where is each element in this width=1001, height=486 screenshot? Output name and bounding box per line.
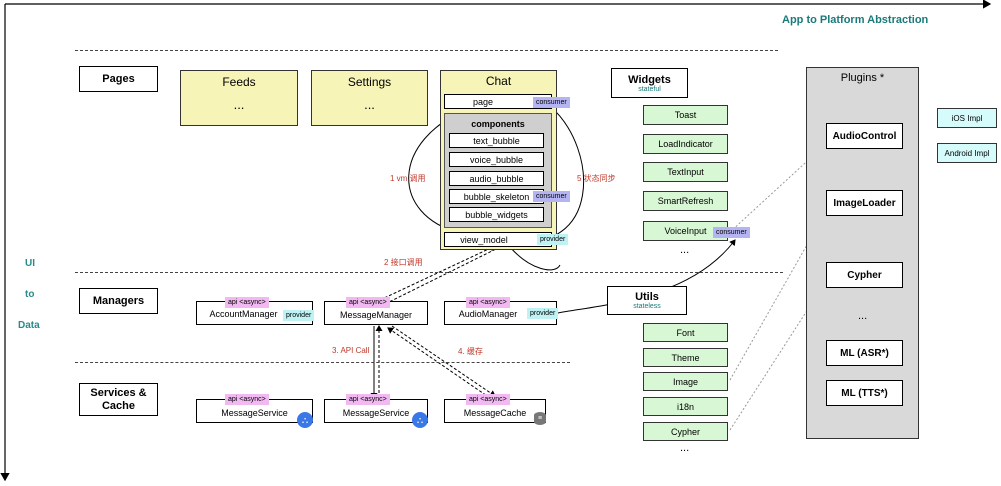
message-manager-api-tag: api <async> bbox=[346, 297, 390, 308]
separator-top bbox=[75, 50, 778, 51]
service-message-1[interactable]: MessageService bbox=[196, 399, 313, 423]
plugin-audiocontrol[interactable]: AudioControl bbox=[826, 123, 903, 149]
database-icon: ≡ bbox=[534, 412, 546, 425]
plugin-imageloader[interactable]: ImageLoader bbox=[826, 190, 903, 216]
impl-android[interactable]: Android Impl bbox=[937, 143, 997, 163]
chat-view-model[interactable]: view_model bbox=[444, 232, 552, 247]
manager-account[interactable]: AccountManager bbox=[196, 301, 313, 325]
cloud-service-icon: ⛬ bbox=[297, 412, 313, 428]
cache-return-arrow bbox=[387, 327, 491, 399]
widget-toast[interactable]: Toast bbox=[643, 105, 728, 125]
util-image[interactable]: Image bbox=[643, 372, 728, 391]
plugins-more: ... bbox=[858, 310, 868, 322]
utils-more: ... bbox=[680, 442, 690, 454]
widget-voiceinput[interactable]: VoiceInput bbox=[643, 221, 728, 241]
util-cypher[interactable]: Cypher bbox=[643, 422, 728, 441]
page-feeds-title: Feeds bbox=[222, 75, 256, 89]
utils-title: Utils bbox=[635, 291, 659, 303]
plugin-ml-asr[interactable]: ML (ASR*) bbox=[826, 340, 903, 366]
widgets-title: Widgets bbox=[628, 73, 671, 86]
layer-label-managers: Managers bbox=[79, 288, 158, 314]
page-feeds[interactable]: Feeds ... bbox=[180, 70, 298, 126]
plugin-ml-tts[interactable]: ML (TTS*) bbox=[826, 380, 903, 406]
separator-managers-services bbox=[75, 362, 570, 363]
service2-api-tag: api <async> bbox=[346, 394, 390, 405]
component-text-bubble[interactable]: text_bubble bbox=[449, 133, 544, 148]
cache-api-tag: api <async> bbox=[466, 394, 510, 405]
flow-label-cache: 4. 缓存 bbox=[458, 347, 483, 356]
widgets-more: ... bbox=[680, 244, 690, 256]
vm-loop-arrow bbox=[509, 246, 561, 271]
account-api-tag: api <async> bbox=[225, 297, 269, 308]
view-model-provider-tag: provider bbox=[537, 234, 569, 245]
util-theme[interactable]: Theme bbox=[643, 348, 728, 367]
component-audio-bubble[interactable]: audio_bubble bbox=[449, 171, 544, 186]
widgets-subtitle: stateful bbox=[638, 85, 661, 93]
component-bubble-skeleton[interactable]: bubble_skeleton bbox=[449, 189, 544, 204]
chat-page-label: page bbox=[472, 96, 494, 107]
account-provider-tag: provider bbox=[283, 310, 315, 321]
page-settings-more: ... bbox=[364, 97, 375, 112]
vm-to-manager-arrow bbox=[384, 246, 501, 305]
widget-loadindicator[interactable]: LoadIndicator bbox=[643, 134, 728, 154]
flow-label-interface-call: 2 接口调用 bbox=[384, 258, 423, 267]
page-chat-title: Chat bbox=[485, 74, 512, 88]
service1-api-tag: api <async> bbox=[225, 394, 269, 405]
voiceinput-consumer-tag: consumer bbox=[713, 227, 750, 238]
page-feeds-more: ... bbox=[233, 97, 245, 112]
audio-api-tag: api <async> bbox=[466, 297, 510, 308]
widget-textinput[interactable]: TextInput bbox=[643, 162, 728, 182]
layer-label-services: Services & Cache bbox=[79, 383, 158, 416]
skeleton-consumer-tag: consumer bbox=[533, 191, 570, 202]
widget-smartrefresh[interactable]: SmartRefresh bbox=[643, 191, 728, 211]
separator-ui-managers bbox=[75, 272, 783, 273]
utils-header: Utils stateless bbox=[607, 286, 687, 315]
manager-to-vm-arrow bbox=[379, 244, 496, 301]
impl-ios[interactable]: iOS Impl bbox=[937, 108, 997, 128]
audio-provider-tag: provider bbox=[527, 308, 559, 319]
chat-page-consumer-tag: consumer bbox=[533, 97, 570, 108]
view-model-label: view_model bbox=[460, 234, 508, 245]
side-label-to: to bbox=[25, 289, 35, 300]
widgets-header: Widgets stateful bbox=[611, 68, 688, 98]
side-label-ui: UI bbox=[25, 258, 35, 269]
page-settings-title: Settings bbox=[347, 75, 392, 89]
cache-arrow bbox=[391, 325, 496, 397]
diagram-title: App to Platform Abstraction bbox=[782, 14, 929, 26]
page-settings[interactable]: Settings ... bbox=[311, 70, 428, 126]
manager-audio-label: AudioManager bbox=[458, 309, 518, 319]
plugins-title: Plugins * bbox=[840, 72, 885, 84]
flow-label-state-sync: 5 状态同步 bbox=[577, 174, 616, 183]
chat-components-title: components bbox=[471, 119, 525, 129]
utils-subtitle: stateless bbox=[633, 303, 661, 310]
cloud-service-icon: ⛬ bbox=[412, 412, 428, 428]
component-bubble-widgets[interactable]: bubble_widgets bbox=[449, 207, 544, 222]
util-i18n[interactable]: i18n bbox=[643, 397, 728, 416]
util-font[interactable]: Font bbox=[643, 323, 728, 342]
layer-label-pages: Pages bbox=[79, 66, 158, 92]
manager-account-label: AccountManager bbox=[209, 309, 278, 319]
side-label-data: Data bbox=[18, 320, 40, 331]
component-voice-bubble[interactable]: voice_bubble bbox=[449, 152, 544, 167]
plugin-cypher[interactable]: Cypher bbox=[826, 262, 903, 288]
flow-label-api-call: 3. API Call bbox=[332, 346, 370, 355]
flow-label-vm-call: 1 vm 调用 bbox=[390, 174, 426, 183]
